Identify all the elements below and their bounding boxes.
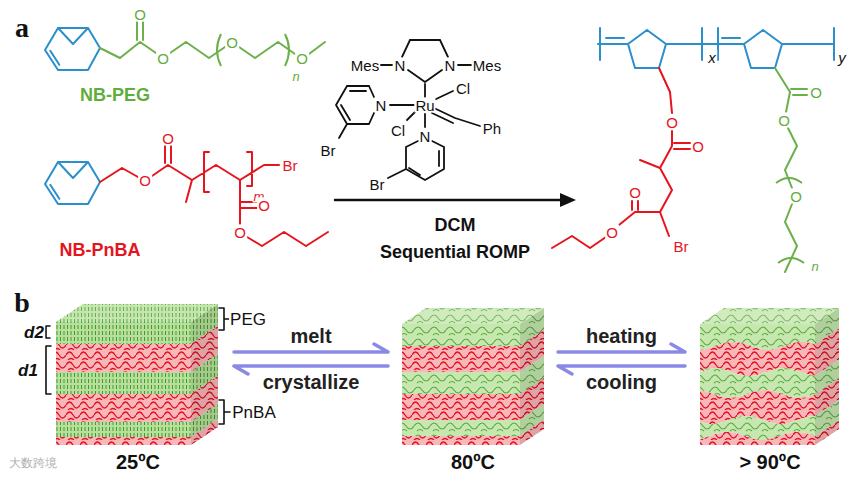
text-label: d2 [23, 324, 45, 341]
cube-illustration [398, 300, 548, 475]
text-label: O [225, 35, 239, 50]
text-label: x [707, 50, 717, 65]
reaction-arrow [335, 199, 563, 202]
text-label: b [13, 289, 31, 317]
edge-label: heating [585, 326, 658, 346]
cube-illustration [695, 300, 845, 475]
text-label: O [295, 51, 309, 66]
text-label: Cl [455, 81, 471, 96]
layer-top [56, 304, 218, 322]
layer-front [56, 344, 191, 372]
catalyst-structure [336, 40, 480, 180]
phase-cube: > 90ºC [695, 300, 845, 475]
peg-graft [775, 68, 807, 272]
text-label: Ph [482, 121, 502, 136]
pnba-graft [552, 68, 690, 248]
edge-label: melt [289, 326, 332, 346]
layer-front [700, 432, 815, 445]
temperature-label: 80ºC [398, 451, 548, 473]
text-label: O [628, 185, 642, 200]
text-label: O [789, 189, 803, 204]
layer-front [402, 372, 520, 394]
text-label: Br [320, 143, 337, 158]
layer-front [56, 394, 191, 422]
text-label: O [605, 225, 619, 240]
text-label: NB-PEG [79, 86, 151, 104]
repeat-bracket [778, 258, 804, 263]
text-label: a [14, 14, 30, 42]
text-label: Br [282, 158, 299, 173]
text-label: N [394, 58, 407, 73]
text-label: 大数跨境 [8, 457, 58, 469]
layer-front [56, 437, 191, 445]
text-label: O [161, 131, 175, 146]
layer-top [700, 308, 839, 324]
text-label: N [375, 98, 388, 113]
layer-front [402, 436, 520, 445]
phase-cube: 25ºC [52, 300, 224, 475]
phase-cube: 80ºC [398, 300, 548, 475]
edge-label: crystallize [262, 372, 361, 392]
temperature-label: 25ºC [52, 451, 224, 473]
top-shade [56, 304, 218, 322]
repeat-bracket [285, 34, 289, 66]
polymer-backbone [598, 28, 834, 68]
text-label: O [777, 113, 791, 128]
text-label: PnBA [231, 404, 276, 421]
text-label: Sequential ROMP [379, 243, 531, 261]
side-shade [520, 308, 544, 445]
text-label: O [138, 173, 152, 188]
peg-chain [100, 22, 325, 58]
text-label: DCM [434, 216, 477, 234]
layer-front [402, 420, 520, 436]
text-label: O [133, 7, 147, 22]
norbornene [45, 28, 100, 204]
top-shade [700, 308, 839, 324]
pnba-chain [100, 146, 328, 246]
cube-illustration [52, 300, 224, 475]
text-label: n [291, 70, 300, 83]
text-label: N [444, 58, 457, 73]
text-label: O [691, 139, 705, 154]
text-label: O [156, 51, 170, 66]
text-label: y [837, 50, 847, 65]
layer-front [56, 372, 191, 394]
top-shade [402, 308, 544, 324]
text-label: Mes [472, 58, 502, 73]
text-label: Cl [390, 123, 406, 138]
arrow-head [560, 193, 576, 207]
side-shade [815, 308, 839, 445]
text-label: Mes [350, 58, 380, 73]
repeat-bracket [217, 34, 221, 66]
text-label: PEG [229, 311, 267, 328]
edge-label: cooling [585, 372, 658, 392]
layer-front [56, 322, 191, 344]
repeat-bracket [776, 178, 802, 183]
text-label: N [419, 129, 432, 144]
layer-top [402, 308, 544, 324]
text-label: d1 [17, 362, 39, 379]
layer-front [402, 324, 520, 346]
text-label: O [665, 115, 679, 130]
side-shade [191, 304, 218, 445]
text-label: n [810, 260, 819, 273]
layer-front [56, 422, 191, 437]
temperature-label: > 90ºC [695, 451, 845, 473]
layer-front [402, 346, 520, 372]
text-label: Br [369, 177, 386, 192]
text-label: Br [673, 239, 690, 254]
text-label: O [257, 198, 271, 213]
text-label: O [809, 85, 823, 100]
text-label: Ru [414, 98, 435, 113]
text-label: NB-PnBA [59, 241, 142, 259]
text-label: O [233, 225, 247, 240]
layer-front [402, 394, 520, 420]
